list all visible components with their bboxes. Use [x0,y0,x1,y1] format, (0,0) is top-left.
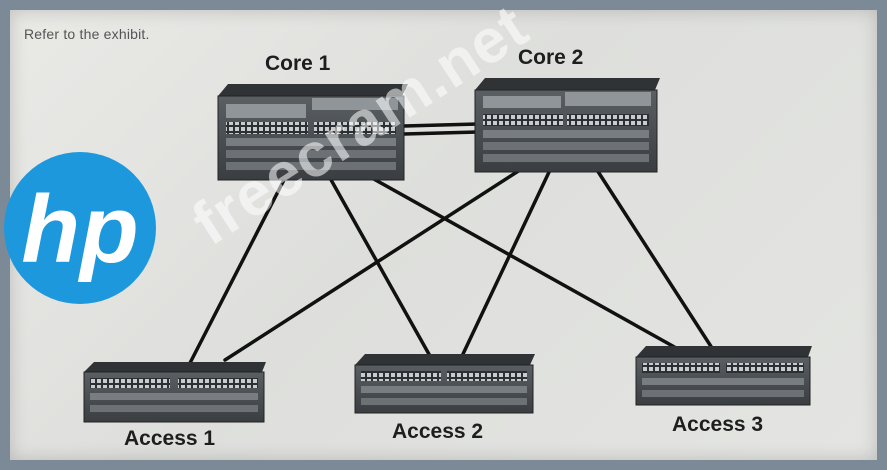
link-core1-access3 [370,176,680,351]
label-access1: Access 1 [124,427,216,450]
switch-core2 [474,78,660,173]
link-core2-access2 [461,168,552,356]
switch-access3 [635,346,812,406]
switch-access1 [83,362,266,423]
label-access3: Access 3 [672,413,764,436]
link-core1-access1 [188,176,287,365]
link-core1-access2 [328,176,432,358]
hp-logo: hp [4,152,156,304]
links [188,122,714,365]
link-core1-core2-a [402,122,480,128]
label-access2: Access 2 [392,420,484,443]
switch-access2 [354,354,535,414]
link-core2-access3 [595,168,714,350]
switch-core1 [217,84,408,181]
label-core2: Core 2 [518,46,584,69]
hp-logo-text: hp [21,176,138,283]
link-core1-core2-b [402,130,480,136]
link-core2-access1 [223,168,522,362]
label-core1: Core 1 [265,52,331,75]
exhibit-note: Refer to the exhibit. [24,26,150,42]
